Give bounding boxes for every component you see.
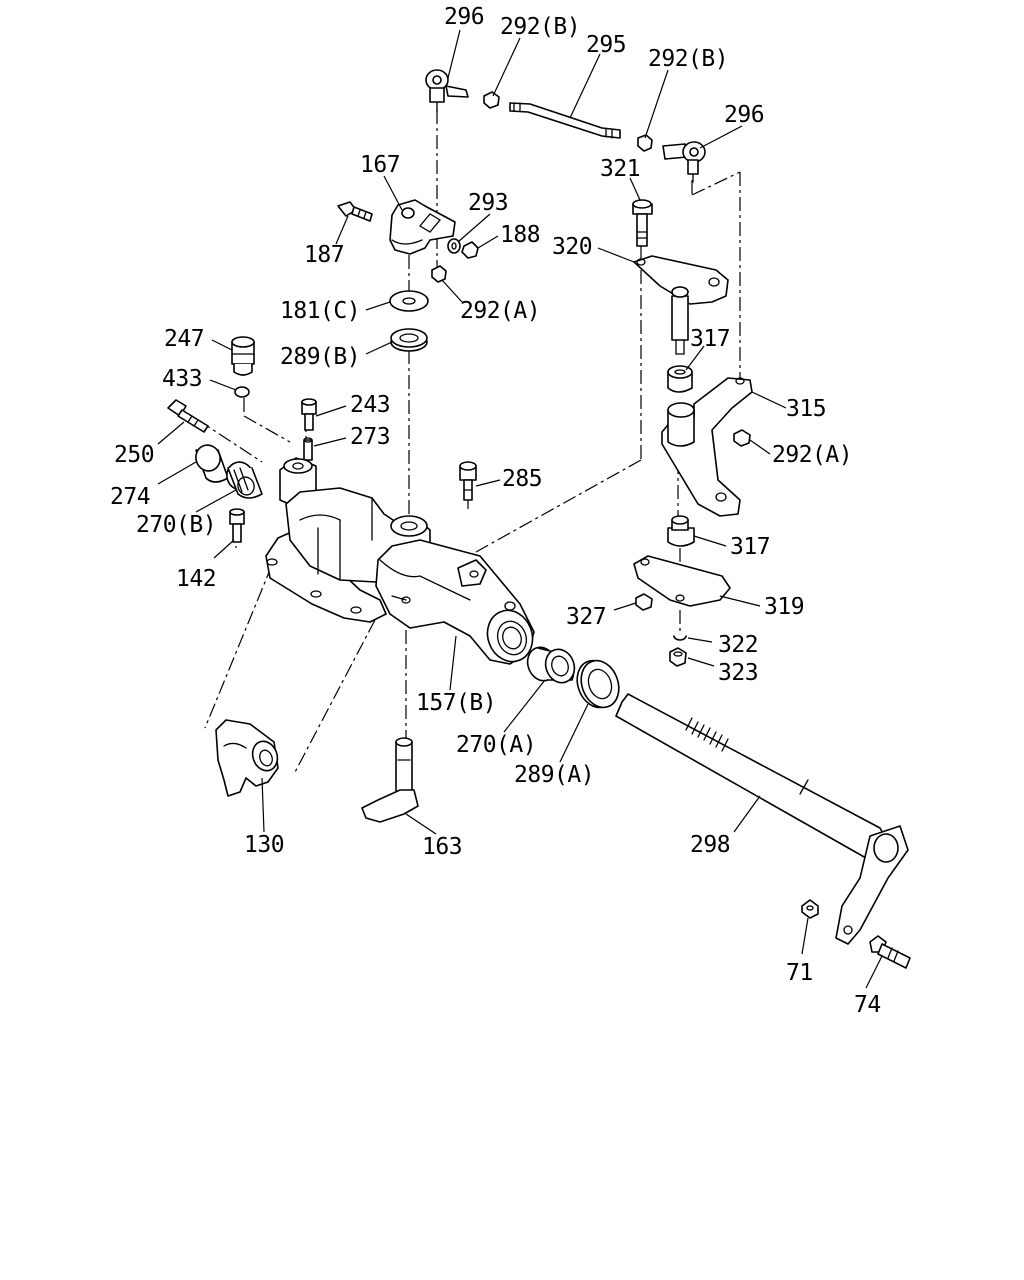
plug-247 — [231, 336, 255, 376]
nut-292a-right — [733, 429, 751, 447]
bolt-243 — [301, 398, 317, 431]
needle-bearing-270b — [226, 461, 263, 499]
callout-labels: 296 292(B) 295 292(B) 296 167 293 188 32… — [110, 4, 881, 1018]
threaded-rod-295 — [509, 102, 621, 139]
callout-296-left: 296 — [444, 4, 484, 30]
o-ring-433 — [234, 386, 250, 398]
callout-317-top: 317 — [690, 326, 730, 352]
callout-293: 293 — [468, 190, 508, 216]
callout-181c: 181(C) — [280, 298, 360, 324]
bolt-285 — [459, 461, 477, 501]
callout-289b: 289(B) — [280, 344, 360, 370]
callout-315: 315 — [786, 396, 826, 422]
lever-167 — [389, 199, 456, 255]
bushing-317-bottom — [667, 515, 695, 547]
bolt-250 — [167, 399, 209, 433]
callout-142: 142 — [176, 566, 216, 592]
bushing-317-top — [667, 365, 693, 393]
washer-181c — [389, 290, 429, 312]
callout-319: 319 — [764, 594, 804, 620]
seal-289b — [390, 328, 428, 352]
callout-71: 71 — [786, 960, 813, 986]
callout-317-bottom: 317 — [730, 534, 770, 560]
callout-247: 247 — [164, 326, 204, 352]
callout-270a: 270(A) — [456, 732, 536, 758]
lever-319 — [633, 555, 731, 607]
callout-292b-left: 292(B) — [500, 14, 580, 40]
callout-167: 167 — [360, 152, 400, 178]
callout-130: 130 — [244, 832, 284, 858]
callout-292a-right: 292(A) — [772, 442, 852, 468]
nut-71 — [801, 899, 819, 919]
nut-323 — [669, 647, 687, 667]
callout-292a-top: 292(A) — [460, 298, 540, 324]
shaft-298 — [615, 693, 909, 945]
nut-327 — [635, 593, 653, 611]
callout-327: 327 — [566, 604, 606, 630]
callout-295: 295 — [586, 32, 626, 58]
callout-163: 163 — [422, 834, 462, 860]
ball-joint-296-right — [662, 141, 706, 183]
callout-322: 322 — [718, 632, 758, 658]
callout-250: 250 — [114, 442, 154, 468]
washer-322 — [673, 635, 687, 641]
bolt-187 — [337, 201, 373, 222]
callout-274: 274 — [110, 484, 150, 510]
lever-163 — [361, 737, 419, 823]
needle-bearing-270a — [526, 646, 576, 684]
nut-292b-left — [483, 91, 500, 109]
bolt-142 — [229, 508, 245, 543]
bolt-321 — [632, 199, 653, 247]
callout-323: 323 — [718, 660, 758, 686]
callout-273: 273 — [350, 424, 390, 450]
callout-321: 321 — [600, 156, 640, 182]
housing-157b — [265, 457, 535, 665]
pin-273 — [303, 437, 313, 461]
lever-315 — [661, 377, 753, 517]
lever-320 — [633, 255, 729, 355]
callout-243: 243 — [350, 392, 390, 418]
bushing-274 — [195, 444, 229, 483]
nut-188 — [461, 241, 479, 259]
ball-joint-296-left — [425, 69, 469, 113]
callout-289a: 289(A) — [514, 762, 594, 788]
callout-292b-right: 292(B) — [648, 46, 728, 72]
callout-285: 285 — [502, 466, 542, 492]
callout-187: 187 — [304, 242, 344, 268]
bolt-74 — [869, 935, 911, 969]
callout-320: 320 — [552, 234, 592, 260]
leader-lines — [157, 29, 883, 989]
callout-270b: 270(B) — [136, 512, 216, 538]
callout-188: 188 — [500, 222, 540, 248]
callout-157b: 157(B) — [416, 690, 496, 716]
washer-293 — [447, 238, 461, 254]
shift-fork-130 — [215, 719, 279, 797]
callout-433: 433 — [162, 366, 202, 392]
callout-296-right: 296 — [724, 102, 764, 128]
callout-74: 74 — [854, 992, 881, 1018]
nut-292a-top — [431, 265, 447, 283]
seal-289a — [576, 659, 620, 709]
callout-298: 298 — [690, 832, 730, 858]
